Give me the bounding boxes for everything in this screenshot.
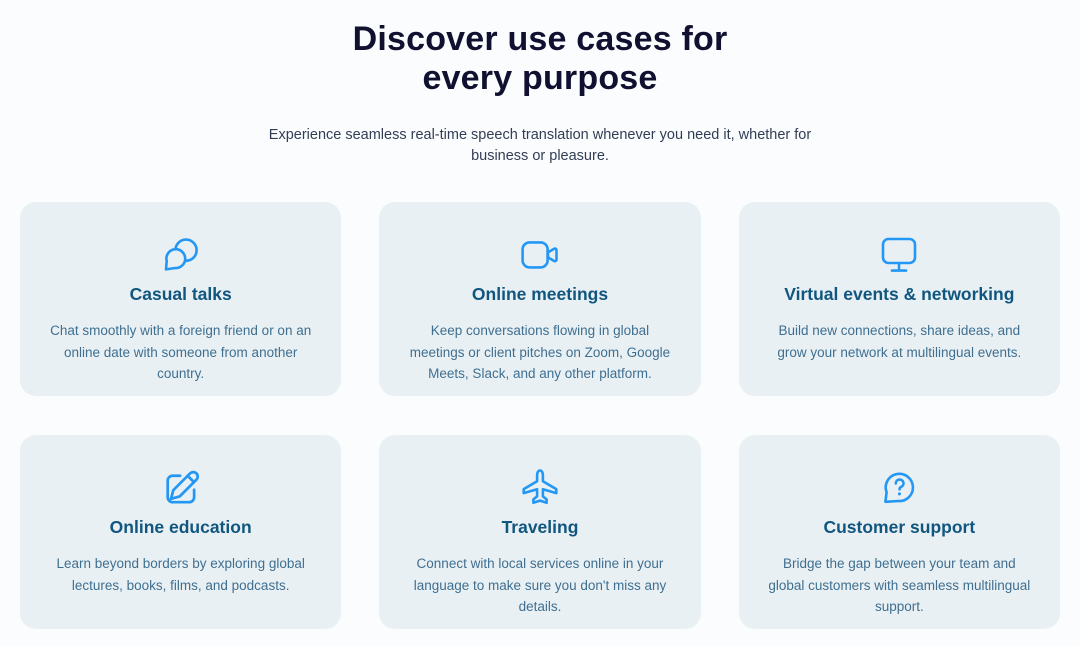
use-case-card-casual-talks: Casual talks Chat smoothly with a foreig…	[20, 202, 342, 396]
card-title: Casual talks	[129, 284, 232, 304]
card-text: Learn beyond borders by exploring global…	[56, 556, 305, 593]
page-title-line1: Discover use cases for	[352, 20, 728, 58]
card-title: Online education	[109, 517, 252, 537]
card-title: Virtual events & networking	[784, 284, 1015, 304]
use-case-card-virtual-events: Virtual events & networking Build new co…	[738, 202, 1060, 396]
monitor-icon	[882, 237, 917, 272]
card-title: Traveling	[501, 517, 579, 537]
card-text: Build new connections, share ideas, and …	[777, 323, 1022, 360]
card-text: Keep conversations flowing in global mee…	[409, 323, 671, 381]
card-text: Chat smoothly with a foreign friend or o…	[50, 323, 312, 381]
use-case-grid: Casual talks Chat smoothly with a foreig…	[20, 202, 1060, 629]
card-title: Online meetings	[471, 284, 609, 304]
card-title: Customer support	[823, 517, 976, 537]
chat-bubbles-icon	[164, 238, 198, 271]
use-case-card-online-education: Online education Learn beyond borders by…	[20, 435, 342, 629]
edit-pencil-icon	[166, 470, 199, 504]
use-case-card-customer-support: Customer support Bridge the gap between …	[738, 435, 1060, 629]
video-camera-icon	[521, 241, 558, 269]
airplane-icon	[522, 469, 558, 504]
use-case-card-online-meetings: Online meetings Keep conversations flowi…	[379, 202, 701, 396]
question-bubble-icon	[883, 472, 915, 504]
page-title-line2: every purpose	[422, 59, 658, 97]
card-text: Connect with local services online in yo…	[413, 556, 667, 614]
card-text: Bridge the gap between your team and glo…	[768, 556, 1031, 614]
section-subtitle: Experience seamless real-time speech tra…	[268, 127, 812, 164]
use-case-card-traveling: Traveling Connect with local services on…	[379, 435, 701, 629]
